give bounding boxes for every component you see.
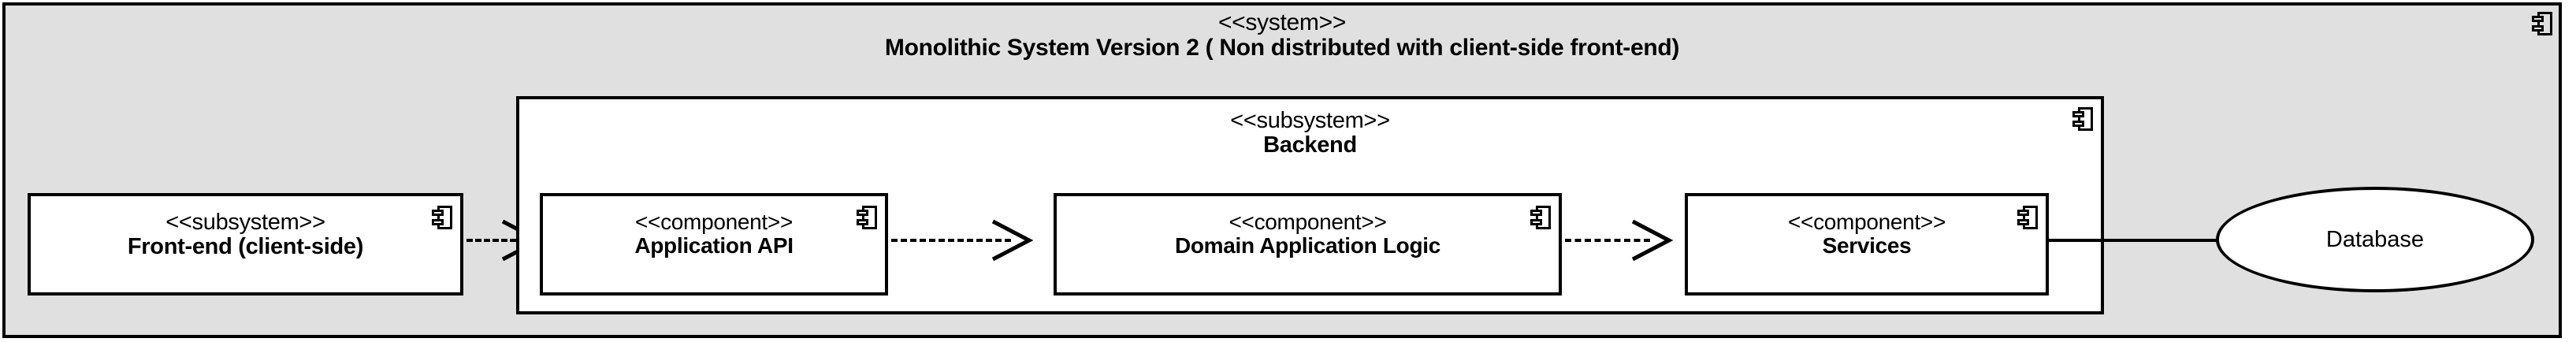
dependency-application-api-to-domain-logic (891, 239, 1011, 242)
component-icon-tab-lower (2532, 25, 2544, 32)
domain-logic-stereotype: <<component>> (1229, 210, 1387, 234)
dependency-frontend-to-application-api (467, 239, 525, 242)
component-application-api[interactable]: <<component>> Application API (540, 193, 888, 296)
component-icon-body (2078, 107, 2093, 131)
component-icon-body (1536, 206, 1551, 229)
component-icon (432, 206, 452, 229)
component-icon-tab-upper (857, 210, 868, 216)
component-services[interactable]: <<component>> Services (1685, 193, 2049, 296)
services-name: Services (1822, 232, 1912, 258)
component-icon-tab-lower (2072, 121, 2084, 127)
services-label-block: <<component>> Services (1688, 210, 2046, 257)
database-node[interactable]: Database (2216, 187, 2534, 292)
component-domain-application-logic[interactable]: <<component>> Domain Application Logic (1054, 193, 1562, 296)
system-stereotype: <<system>> (1217, 9, 1347, 35)
component-icon-body (437, 206, 452, 229)
association-services-to-database (2047, 239, 2219, 242)
domain-logic-name: Domain Application Logic (1174, 232, 1441, 258)
component-icon-tab-lower (857, 219, 868, 225)
backend-label-block: <<subsystem>> Backend (519, 109, 2101, 157)
application-api-stereotype: <<component>> (634, 210, 794, 234)
backend-name: Backend (1263, 132, 1357, 158)
database-label: Database (2325, 226, 2425, 252)
component-icon (2017, 206, 2038, 229)
component-icon-tab-upper (432, 210, 444, 216)
component-icon-tab-lower (432, 219, 444, 225)
application-api-name: Application API (634, 232, 794, 258)
component-icon (1530, 206, 1551, 229)
component-icon-tab-lower (1530, 219, 1542, 225)
front-end-stereotype: <<subsystem>> (165, 210, 325, 235)
front-end-name: Front-end (client-side) (127, 233, 364, 259)
application-api-label-block: <<component>> Application API (543, 210, 885, 257)
component-icon-body (862, 206, 877, 229)
subsystem-front-end[interactable]: <<subsystem>> Front-end (client-side) (28, 193, 463, 296)
component-icon-tab-upper (2072, 111, 2084, 117)
component-icon-body (2023, 206, 2038, 229)
component-icon-tab-lower (2017, 219, 2029, 225)
component-icon-tab-upper (2532, 16, 2544, 22)
dependency-domain-logic-to-services (1565, 239, 1650, 242)
component-icon (2532, 12, 2552, 35)
component-icon (2072, 107, 2093, 131)
system-label-block: <<system>> Monolithic System Version 2 (… (6, 10, 2559, 61)
domain-logic-label-block: <<component>> Domain Application Logic (1057, 210, 1559, 257)
backend-stereotype: <<subsystem>> (1230, 108, 1390, 133)
component-icon (857, 206, 877, 229)
component-icon-tab-upper (1530, 210, 1542, 216)
system-name: Monolithic System Version 2 ( Non distri… (884, 34, 1680, 61)
component-icon-tab-upper (2017, 210, 2029, 216)
services-stereotype: <<component>> (1787, 210, 1946, 234)
front-end-label-block: <<subsystem>> Front-end (client-side) (31, 210, 460, 258)
component-icon-body (2537, 12, 2552, 35)
